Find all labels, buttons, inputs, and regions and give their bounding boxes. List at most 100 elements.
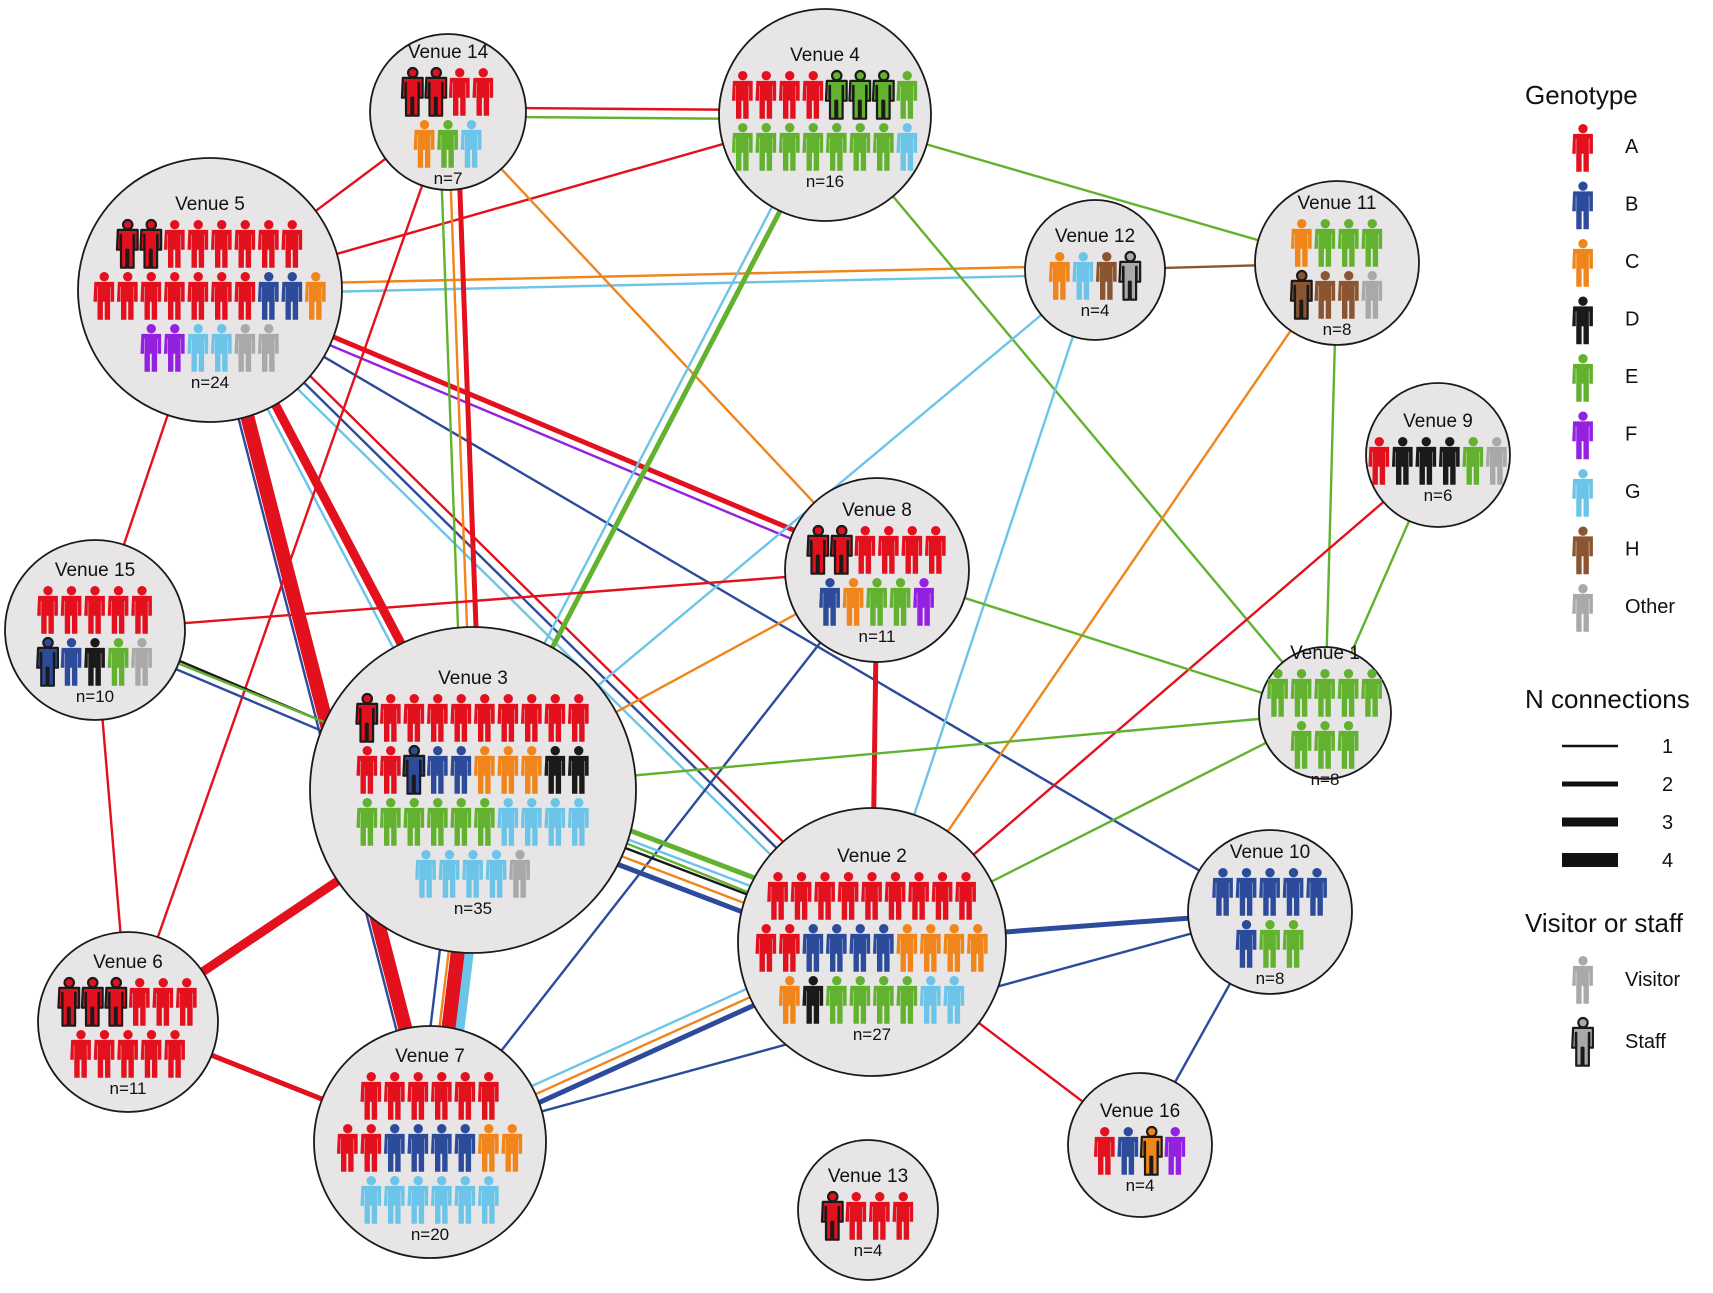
venue-title: Venue 2 (837, 846, 907, 867)
person-A-visitor (861, 872, 882, 920)
person-A-visitor (60, 586, 82, 634)
person-F-visitor (913, 578, 934, 626)
venue-node-v3: Venue 3n=35 (309, 626, 637, 954)
person-B-visitor (426, 746, 448, 794)
person-A-staff (400, 66, 424, 117)
edge-v8-v15-A (94, 568, 878, 632)
legend-genotype-Other-label: Other (1625, 596, 1675, 618)
person-E-visitor (1337, 219, 1359, 267)
venue-node-v16: Venue 16n=4 (1067, 1072, 1213, 1218)
legend-genotype-H-icon (1572, 526, 1593, 575)
person-C-visitor (1048, 252, 1070, 300)
person-Other-staff (1118, 250, 1142, 301)
venue-title: Venue 6 (93, 952, 163, 973)
venue-title: Venue 15 (55, 560, 135, 581)
person-E-visitor (1361, 669, 1382, 717)
person-A-visitor (802, 71, 824, 119)
venue-circle (1187, 829, 1353, 995)
person-E-visitor (403, 798, 425, 846)
venue-circle (797, 1139, 939, 1281)
venue-node-v13: Venue 13 n=4 (797, 1139, 939, 1281)
venue-count: n=4 (854, 1241, 883, 1260)
person-C-visitor (778, 976, 800, 1024)
person-A-visitor (450, 694, 472, 742)
person-E-visitor (896, 71, 918, 119)
person-A-visitor (448, 68, 470, 116)
venue-node-v15: Venue 15n=10 (4, 539, 186, 721)
person-A-visitor (234, 220, 256, 268)
venue-node-v2: Venue 2 n=27 (737, 807, 1007, 1077)
person-D-visitor (802, 976, 824, 1024)
person-B-visitor (1259, 868, 1280, 916)
edge-v4-v1-E (824, 114, 1326, 714)
edge-v5-v12-C (209, 264, 1095, 287)
person-A-visitor (430, 1072, 452, 1120)
venue-node-v8: Venue 8n=11 (784, 477, 970, 663)
person-C-visitor (842, 578, 864, 626)
person-C-staff (1139, 1125, 1163, 1176)
venue-count: n=35 (454, 899, 492, 918)
person-E-visitor (1337, 721, 1359, 769)
person-G-visitor (360, 1176, 382, 1224)
person-A-visitor (187, 220, 209, 268)
person-G-visitor (454, 1176, 476, 1224)
person-A-staff (829, 524, 853, 575)
person-A-visitor (116, 272, 138, 320)
person-E-visitor (889, 578, 911, 626)
person-E-visitor (849, 123, 871, 171)
person-A-visitor (908, 872, 929, 920)
legend-genotype-H-label: H (1625, 539, 1639, 561)
legend-genotype-E-icon (1572, 354, 1593, 402)
venue-node-v12: Venue 12n=4 (1024, 199, 1166, 341)
person-E-visitor (1282, 920, 1304, 968)
person-E-visitor (107, 638, 129, 686)
person-C-visitor (896, 924, 918, 972)
person-Other-visitor (1485, 437, 1507, 485)
venue-count: n=16 (806, 172, 844, 191)
legend-genotype-F-icon (1572, 411, 1593, 460)
venue-node-v6: Venue 6n=11 (37, 931, 219, 1113)
person-E-visitor (450, 798, 472, 846)
legend-role-title: Visitor or staff (1525, 908, 1684, 938)
person-D-visitor (84, 638, 105, 686)
legend-connection-4-label: 4 (1662, 850, 1673, 872)
person-C-visitor (919, 924, 941, 972)
venue-count: n=11 (858, 627, 895, 646)
venue-title: Venue 5 (175, 194, 245, 215)
person-A-visitor (163, 220, 185, 268)
venue-count: n=27 (853, 1025, 891, 1044)
person-G-visitor (383, 1176, 405, 1224)
venue-node-v11: Venue 11n=8 (1254, 180, 1420, 346)
venue-title: Venue 13 (828, 1166, 908, 1187)
person-C-visitor (966, 924, 988, 972)
venue-count: n=24 (191, 373, 229, 392)
person-A-visitor (163, 272, 185, 320)
legend-genotype-C-icon (1572, 239, 1593, 287)
legend-connection-1-label: 1 (1662, 736, 1673, 758)
legend-genotype-Other-icon (1572, 584, 1593, 632)
person-B-visitor (1282, 868, 1304, 916)
person-A-visitor (472, 68, 494, 116)
venue-node-v4: Venue 4n=16 (718, 8, 932, 222)
person-B-visitor (1235, 920, 1257, 968)
person-D-visitor (1391, 437, 1413, 485)
person-A-staff (820, 1190, 844, 1241)
person-Other-visitor (1361, 271, 1383, 319)
person-G-visitor (460, 120, 482, 168)
person-A-visitor (281, 220, 303, 268)
legend-genotype-F-label: F (1625, 424, 1637, 446)
person-A-visitor (379, 746, 401, 794)
person-A-visitor (426, 694, 448, 742)
person-G-visitor (462, 850, 483, 898)
person-A-visitor (210, 220, 232, 268)
person-A-visitor (520, 694, 542, 742)
person-A-visitor (93, 272, 115, 320)
venue-count: n=8 (1311, 770, 1340, 789)
person-A-visitor (892, 1192, 914, 1240)
person-E-visitor (473, 798, 495, 846)
person-E-visitor (755, 123, 777, 171)
edge-v11-v2-C (871, 262, 1338, 943)
person-A-visitor (877, 526, 899, 574)
person-E-staff (871, 69, 895, 120)
